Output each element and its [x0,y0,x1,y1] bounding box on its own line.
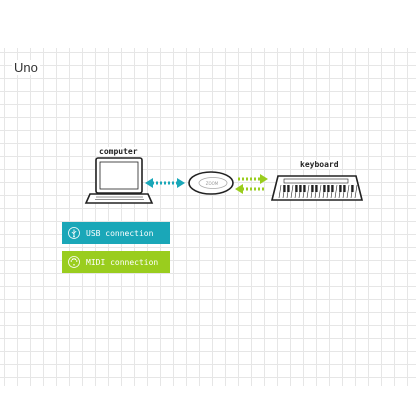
laptop-icon [84,157,154,204]
usb-icon [68,227,80,239]
white-key-divider [290,184,294,199]
computer-label: computer [98,147,139,156]
black-key [343,185,346,192]
black-key [331,185,334,192]
keyboard-label: keyboard [299,160,340,169]
black-key [339,185,342,192]
midi-link-arrows [235,174,268,194]
black-key [287,185,290,192]
black-key [283,185,286,192]
white-key-divider [306,184,310,199]
legend-midi-connection: MIDI connection [62,251,170,273]
black-key [299,185,302,192]
black-key [351,185,354,192]
usb-link-arrow [145,178,185,188]
white-key-divider [278,184,282,199]
white-key-divider [334,184,338,199]
usb-midi-interface-icon: ZOOM [188,171,234,195]
white-key-divider [318,184,322,199]
interface-brand-text: ZOOM [206,181,219,186]
keyboard-icon [270,175,364,201]
white-key-divider [354,184,358,199]
black-key [315,185,318,192]
black-key [303,185,306,192]
black-key [323,185,326,192]
legend-midi-label: MIDI connection [86,257,159,267]
legend-usb-connection: USB connection [62,222,170,244]
black-key [295,185,298,192]
top-margin [0,0,416,48]
black-key [311,185,314,192]
legend-usb-label: USB connection [86,228,154,238]
midi-din-icon [68,256,80,268]
black-key [327,185,330,192]
white-key-divider [346,184,350,199]
bottom-margin [0,386,416,416]
page-title: Uno [12,60,40,75]
